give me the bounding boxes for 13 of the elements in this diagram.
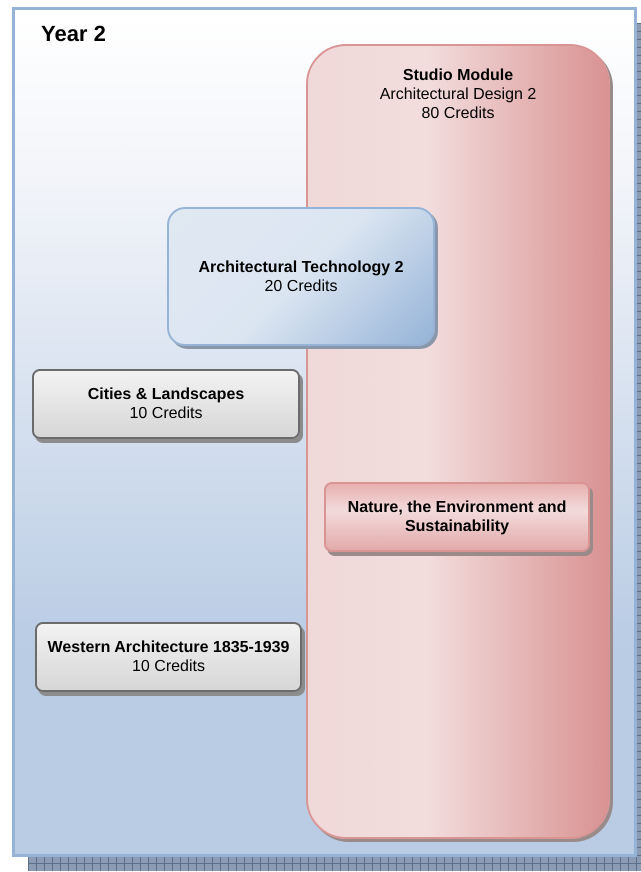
module-detail: 10 Credits bbox=[128, 404, 204, 423]
module-detail: 80 Credits bbox=[420, 104, 496, 123]
module-box bbox=[167, 207, 435, 346]
module-detail: 10 Credits bbox=[131, 657, 206, 676]
module-detail: Architectural Design 2 bbox=[378, 85, 538, 104]
module-title: Architectural Technology 2 bbox=[197, 258, 405, 276]
year-panel bbox=[12, 7, 637, 857]
module-title: Studio Module bbox=[402, 66, 514, 85]
module-title: Cities & Landscapes bbox=[86, 385, 246, 404]
module-title: Western Architecture 1835-1939 bbox=[46, 638, 290, 657]
module-title: Nature, the Environment and Sustainability bbox=[346, 498, 568, 536]
year-heading: Year 2 bbox=[40, 21, 107, 47]
module-detail: 20 Credits bbox=[264, 276, 338, 296]
